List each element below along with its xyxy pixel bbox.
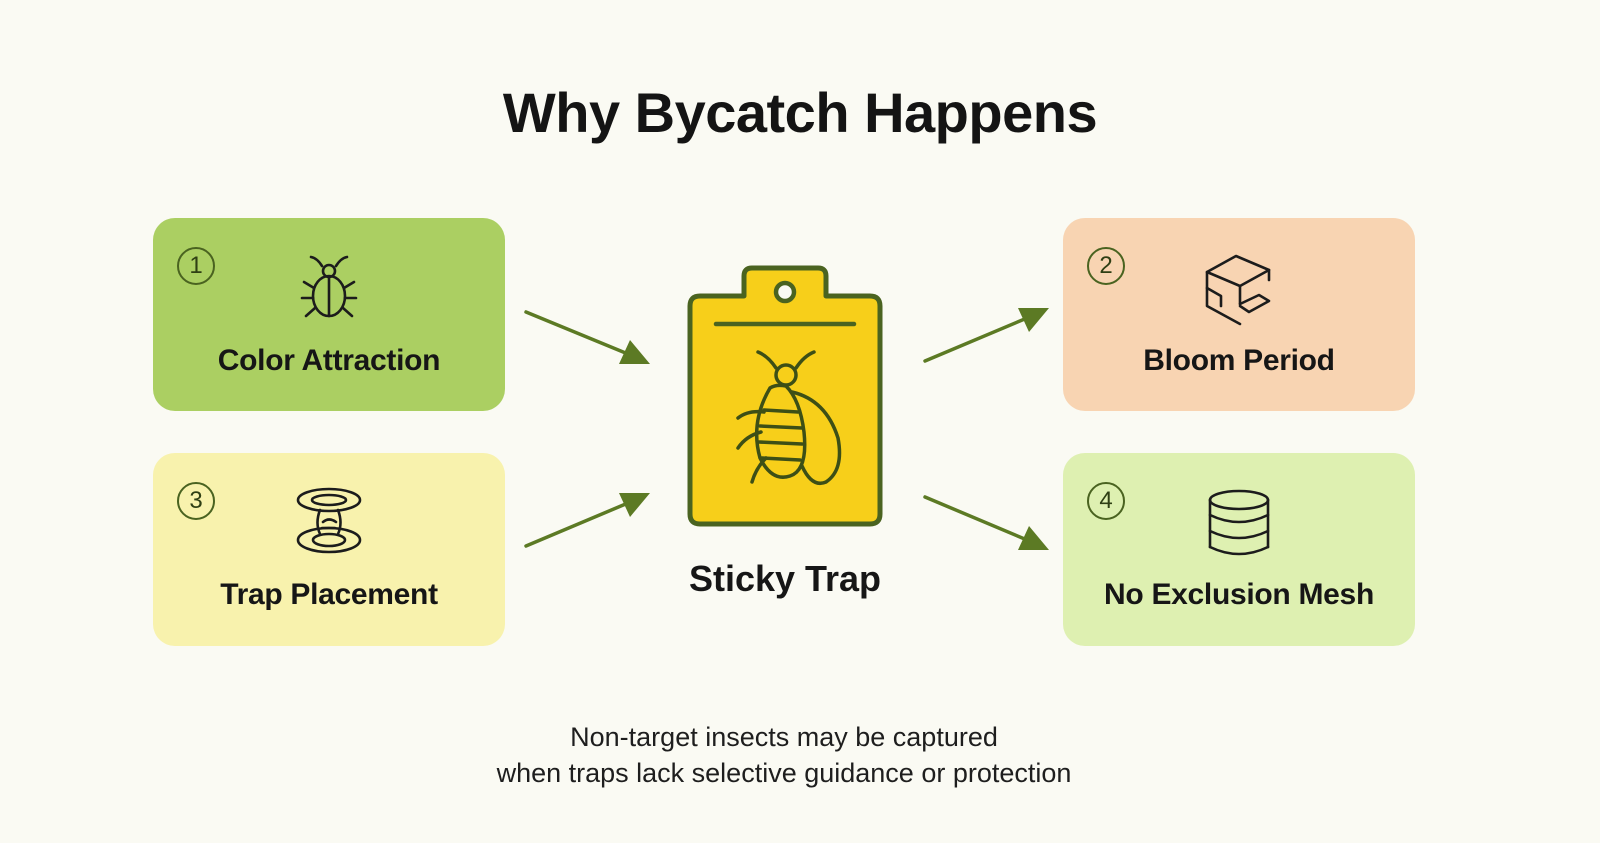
arrow-trap-to-no-exclusion-mesh xyxy=(923,495,1049,550)
cube-icon xyxy=(1205,254,1271,326)
factor-label: No Exclusion Mesh xyxy=(1104,578,1374,611)
factor-card-color-attraction: 1 Color Attraction xyxy=(153,218,505,411)
step-number-badge: 2 xyxy=(1087,247,1125,285)
trap-disc-icon xyxy=(296,487,362,554)
step-number-badge: 3 xyxy=(177,482,215,520)
arrow-trap-placement-to-trap xyxy=(524,493,650,548)
step-number-badge: 4 xyxy=(1087,482,1125,520)
arrow-color-attraction-to-trap xyxy=(524,310,650,364)
center-label: Sticky Trap xyxy=(688,558,882,599)
factor-card-trap-placement: 3 Trap Placement xyxy=(153,453,505,646)
factor-card-no-exclusion-mesh: 4 No Exclusion Mesh xyxy=(1063,453,1415,646)
beetle-icon xyxy=(300,255,358,318)
caption-line-2: when traps lack selective guidance or pr… xyxy=(496,758,1072,788)
factor-card-bloom-period: 2 Bloom Period xyxy=(1063,218,1415,411)
factor-label: Trap Placement xyxy=(220,578,438,611)
factor-label: Bloom Period xyxy=(1143,344,1335,377)
factor-label: Color Attraction xyxy=(217,344,441,377)
arrow-trap-to-bloom-period xyxy=(923,308,1049,363)
diagram-title: Why Bycatch Happens xyxy=(502,81,1098,144)
step-number-badge: 1 xyxy=(177,247,215,285)
layers-stack-icon xyxy=(1208,489,1270,556)
caption-line-1: Non-target insects may be captured xyxy=(570,722,998,752)
sticky-trap-icon xyxy=(687,265,883,527)
